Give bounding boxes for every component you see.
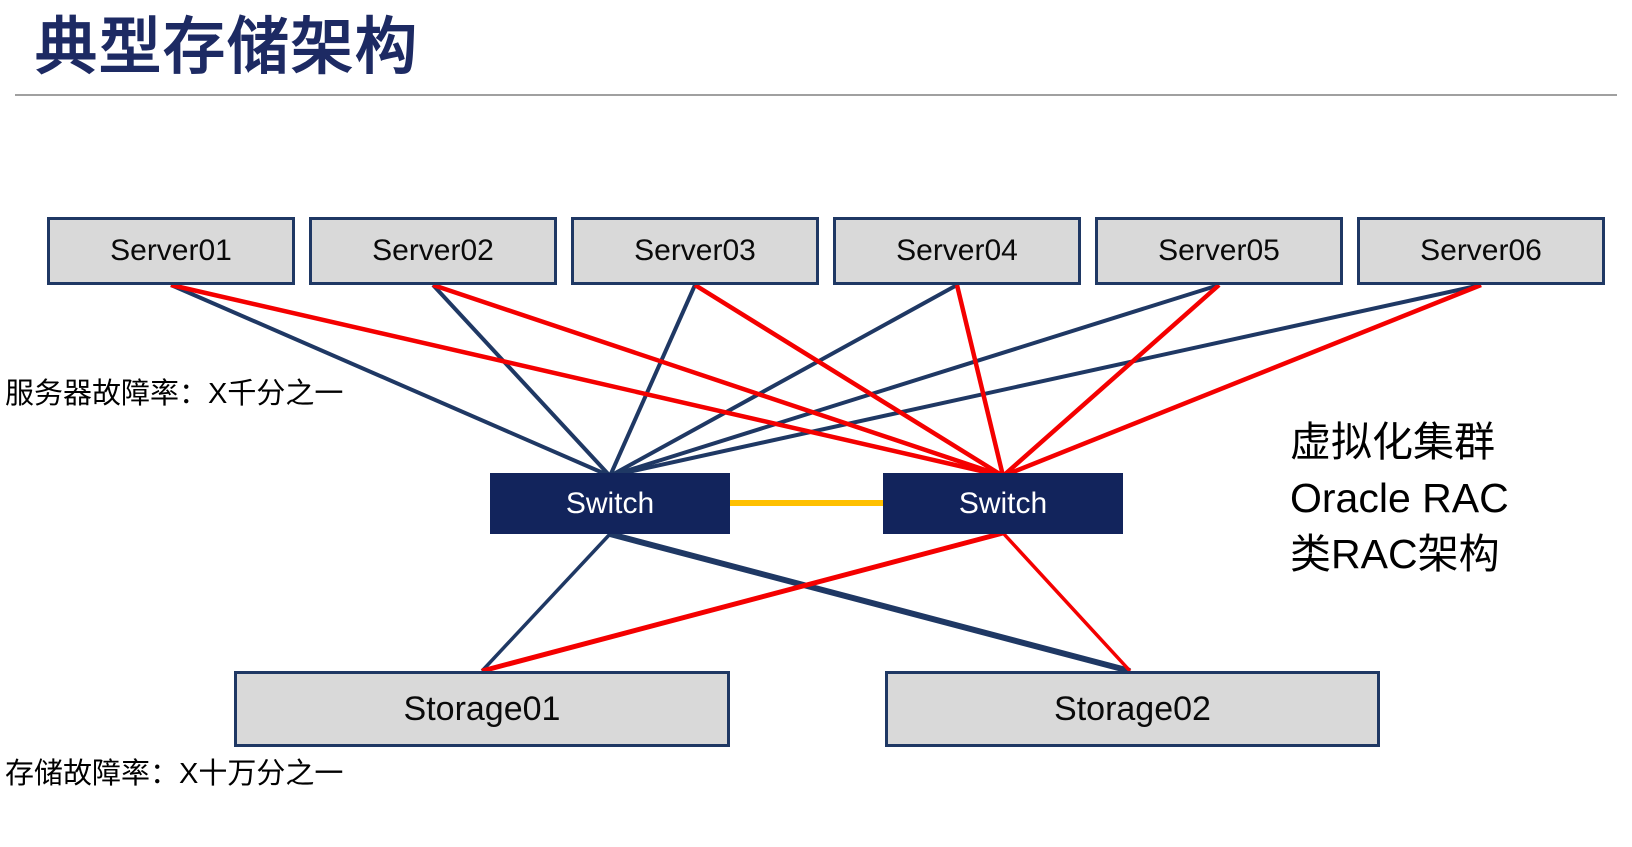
annotation-line-3: 类RAC架构 <box>1290 531 1500 577</box>
link-switch-a-storage02 <box>609 531 1131 674</box>
title-divider <box>15 94 1617 96</box>
link-switch-b-storage02 <box>1001 531 1132 673</box>
storage-failure-rate-note: 存储故障率：X十万分之一 <box>5 758 344 790</box>
cluster-annotation: 虚拟化集群 Oracle RAC 类RAC架构 <box>1290 414 1509 582</box>
page-title: 典型存储架构 <box>35 13 420 82</box>
server-failure-rate-note: 服务器故障率：X千分之一 <box>5 378 344 410</box>
server02-box: Server02 <box>309 217 557 285</box>
link-server05-switch-a <box>609 283 1220 478</box>
annotation-line-1: 虚拟化集群 <box>1290 419 1495 465</box>
server05-box: Server05 <box>1095 217 1343 285</box>
link-switch-b-storage01 <box>481 530 1004 674</box>
link-switch-a-storage01 <box>480 532 612 673</box>
server04-box: Server04 <box>833 217 1081 285</box>
link-server04-switch-b <box>954 284 1006 477</box>
link-server05-switch-b <box>1001 283 1221 478</box>
server01-box: Server01 <box>47 217 295 285</box>
server03-box: Server03 <box>571 217 819 285</box>
annotation-line-2: Oracle RAC <box>1290 475 1509 521</box>
link-server03-switch-a <box>608 284 697 477</box>
link-server04-switch-a <box>609 283 958 478</box>
storage01-box: Storage01 <box>234 671 730 747</box>
link-server03-switch-b <box>693 283 1005 478</box>
storage02-box: Storage02 <box>885 671 1380 747</box>
link-server02-switch-b <box>432 282 1004 479</box>
switch-b-box: Switch <box>883 473 1123 534</box>
link-server02-switch-a <box>431 283 612 478</box>
server06-box: Server06 <box>1357 217 1605 285</box>
switch-a-box: Switch <box>490 473 730 534</box>
